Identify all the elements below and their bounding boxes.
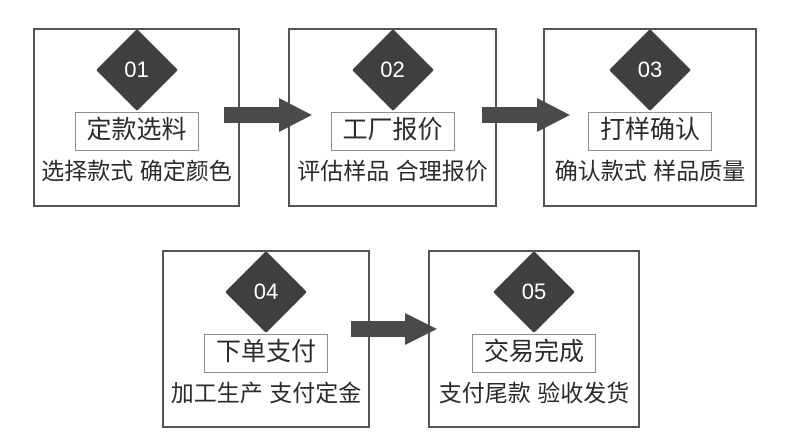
step-number-badge-03: 03 [608,28,692,112]
step-title-03: 打样确认 [587,112,713,151]
step-card-02[interactable]: 02 工厂报价 评估样品 合理报价 [288,28,497,207]
step-card-03[interactable]: 03 打样确认 确认款式 样品质量 [543,28,757,207]
step-subtitle-02: 评估样品 合理报价 [297,158,488,184]
step-number-label-04: 04 [253,279,279,304]
step-card-05[interactable]: 05 交易完成 支付尾款 验收发货 [428,250,640,428]
step-subtitle-05: 支付尾款 验收发货 [438,380,630,406]
step-number-label-03: 03 [637,57,663,82]
arrow-right-icon-04-to-05 [351,313,437,345]
step-number-badge-01: 01 [95,28,178,112]
step-number-badge-05: 05 [492,250,576,334]
step-number-label-02: 02 [380,57,405,82]
arrow-right-icon-02-to-03 [482,98,570,132]
step-card-01-content: 01 定款选料 选择款式 确定颜色 [35,28,238,205]
step-number-badge-04: 04 [224,250,308,334]
step-card-04-content: 04 下单支付 加工生产 支付定金 [164,250,368,426]
step-subtitle-01: 选择款式 确定颜色 [41,158,232,184]
arrow-right-icon-01-to-02 [224,98,312,132]
step-number-label-05: 05 [521,279,547,304]
step-card-01[interactable]: 01 定款选料 选择款式 确定颜色 [33,28,240,207]
step-card-04[interactable]: 04 下单支付 加工生产 支付定金 [162,250,370,428]
step-title-04: 下单支付 [203,334,329,373]
step-card-03-content: 03 打样确认 确认款式 样品质量 [545,28,755,205]
step-title-01: 定款选料 [74,112,199,151]
step-number-badge-02: 02 [351,28,434,112]
step-number-label-01: 01 [124,57,149,82]
step-card-05-content: 05 交易完成 支付尾款 验收发货 [430,250,638,426]
step-card-02-content: 02 工厂报价 评估样品 合理报价 [290,28,495,205]
step-title-05: 交易完成 [471,334,597,373]
step-title-02: 工厂报价 [330,112,455,151]
step-subtitle-03: 确认款式 样品质量 [554,158,746,184]
step-subtitle-04: 加工生产 支付定金 [170,380,362,406]
